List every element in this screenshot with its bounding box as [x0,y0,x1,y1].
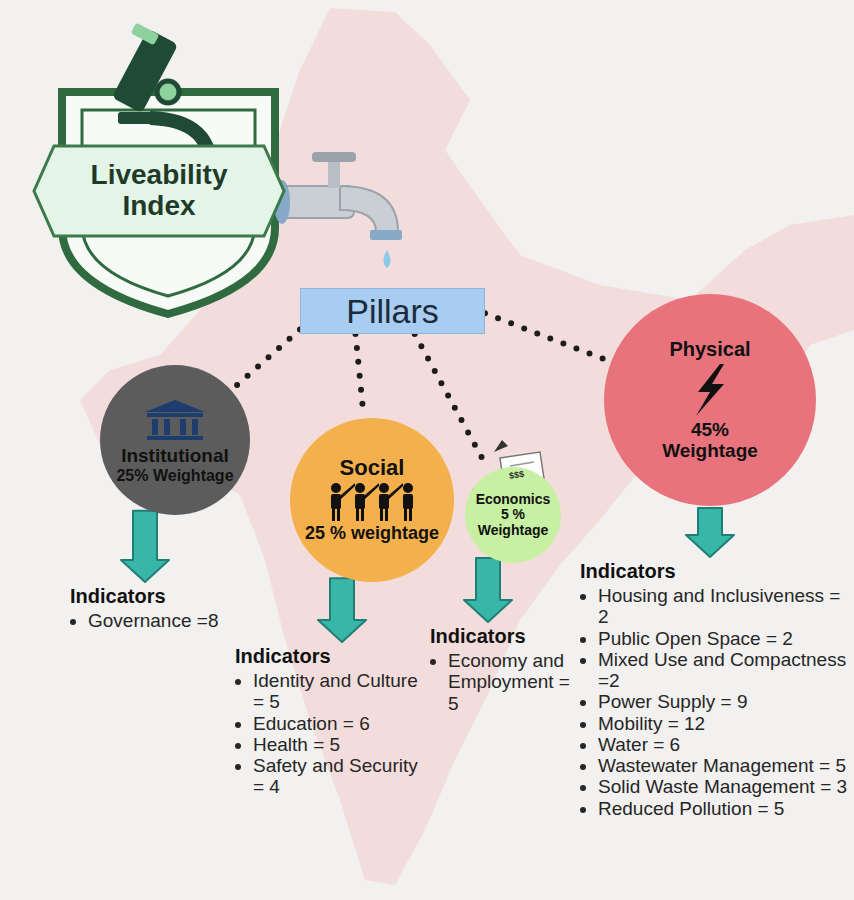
india-map [80,8,854,885]
pillar-circle: Economics5 % Weightage [465,467,561,563]
indicator-list: IndicatorsGovernance =8 [70,585,240,631]
circle-text-wrap: Social 25 % weightage [302,456,442,544]
circle-text-wrap: Institutional25% Weightage [110,396,240,484]
dotted-connector [236,329,300,386]
pillar-name: Economics [476,492,551,507]
bank-icon [143,398,207,444]
indicator-item: Mobility = 12 [598,713,848,734]
indicator-item: Education = 6 [253,713,425,734]
icon-holder [143,398,207,444]
indicator-list: IndicatorsEconomy and Employment = 5 [430,625,578,714]
pillar-weightage: 5 % Weightage [471,507,555,538]
block-arrow [318,578,366,642]
indicator-item: Economy and Employment = 5 [448,650,578,714]
indicator-item: Power Supply = 9 [598,691,848,712]
list-heading: Indicators [580,560,848,583]
indicator-item: Solid Waste Management = 3 [598,776,848,797]
indicator-item: Housing and Inclusiveness = 2 [598,585,848,628]
title-banner: Liveability Index [34,146,284,236]
circle-shape [100,365,250,515]
indicator-item: Wastewater Management = 5 [598,755,848,776]
indicator-item: Identity and Culture = 5 [253,670,425,713]
pillar-circle: Social 25 % weightage [290,418,454,582]
dotted-connector [485,313,605,359]
indicator-items: Economy and Employment = 5 [430,650,578,714]
pillar-name: Social [340,456,405,480]
pillar-name: Institutional [121,446,229,467]
list-heading: Indicators [235,645,425,668]
faucet-icon [274,152,402,268]
bolt-icon [690,362,730,418]
indicator-item: Safety and Security = 4 [253,755,425,798]
indicator-item: Reduced Pollution = 5 [598,798,848,819]
indicator-item: Governance =8 [88,610,240,631]
circle-shape [290,418,454,582]
pillar-circle: Institutional25% Weightage [100,365,250,515]
block-arrow [464,558,512,622]
pillar-circle: Physical 45% Weightage [604,294,816,506]
dotted-connector [356,334,364,412]
banner-title: Liveability Index [52,160,266,222]
label-text: $$$ [508,469,524,481]
indicator-item: Health = 5 [253,734,425,755]
icon-holder [324,482,420,522]
indicator-items: Housing and Inclusiveness = 2Public Open… [580,585,848,819]
pillar-weightage: 45% Weightage [650,420,770,462]
indicator-items: Identity and Culture = 5Education = 6Hea… [235,670,425,798]
banner-text-wrap: Liveability Index [52,146,266,236]
indicator-item: Public Open Space = 2 [598,628,848,649]
indicator-items: Governance =8 [70,610,240,631]
list-heading: Indicators [430,625,578,648]
indicator-item: Water = 6 [598,734,848,755]
circle-text-wrap: Economics5 % Weightage [471,492,555,538]
pillars-box: Pillars [300,288,485,334]
indicator-list: IndicatorsIdentity and Culture = 5Educat… [235,645,425,798]
indicator-item: Mixed Use and Compactness =2 [598,649,848,692]
box-label: Pillars [346,292,439,331]
block-arrow [121,511,169,582]
pillar-weightage: 25 % weightage [305,524,439,544]
block-arrow [686,508,734,557]
indicator-list: IndicatorsHousing and Inclusiveness = 2P… [580,560,848,819]
circle-text-wrap: Physical 45% Weightage [650,338,770,462]
pillar-weightage: 25% Weightage [116,467,233,485]
list-heading: Indicators [70,585,240,608]
pillar-name: Physical [669,338,750,360]
icon-holder [690,362,730,418]
people-icon [324,482,420,522]
